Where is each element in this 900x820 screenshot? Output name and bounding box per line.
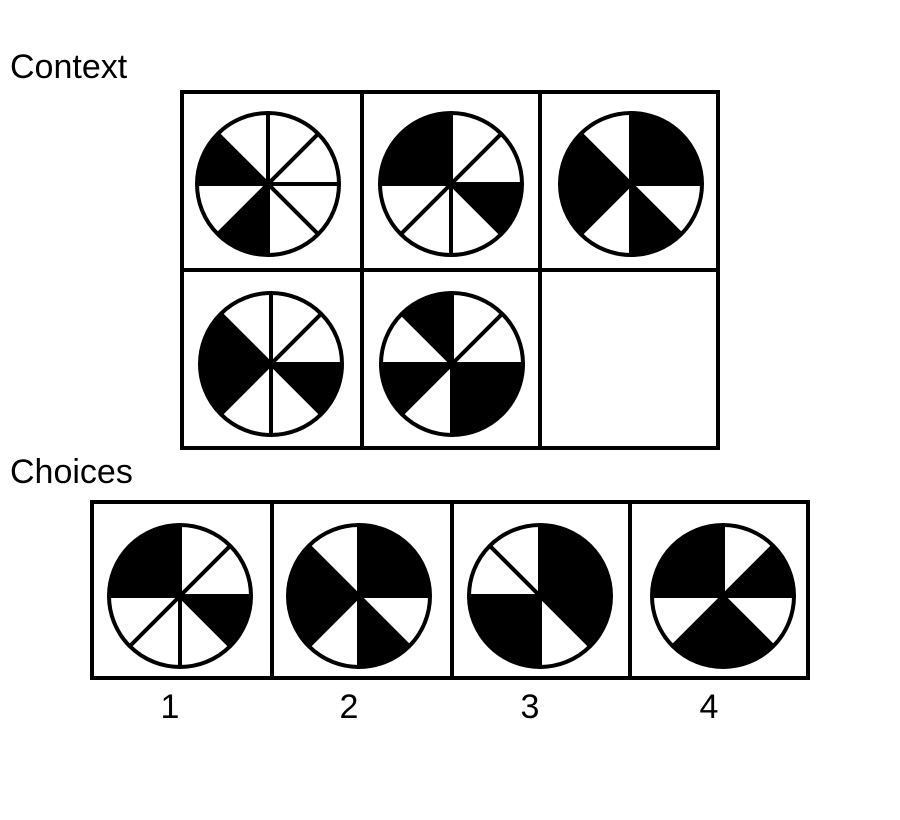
dial-choice-3 <box>467 523 613 669</box>
dial-context-r1c2 <box>378 111 524 257</box>
dial-choice-2 <box>286 523 432 669</box>
dial-context-r1c3 <box>558 111 704 257</box>
choice-number-4: 4 <box>699 688 719 726</box>
answer-slot-empty[interactable] <box>542 272 716 446</box>
context-label: Context <box>10 48 128 86</box>
choice-number-2: 2 <box>339 688 359 726</box>
grid-divider <box>628 504 632 676</box>
choices-label: Choices <box>10 453 133 491</box>
dial-context-r2c1 <box>198 291 344 437</box>
dial-context-r2c2 <box>379 291 525 437</box>
choice-number-1: 1 <box>160 688 180 726</box>
grid-divider <box>184 268 716 272</box>
dial-choice-4 <box>650 523 796 669</box>
dial-choice-1 <box>107 523 253 669</box>
dial-context-r1c1 <box>195 111 341 257</box>
grid-divider <box>270 504 274 676</box>
choice-number-3: 3 <box>520 688 540 726</box>
grid-divider <box>450 504 454 676</box>
